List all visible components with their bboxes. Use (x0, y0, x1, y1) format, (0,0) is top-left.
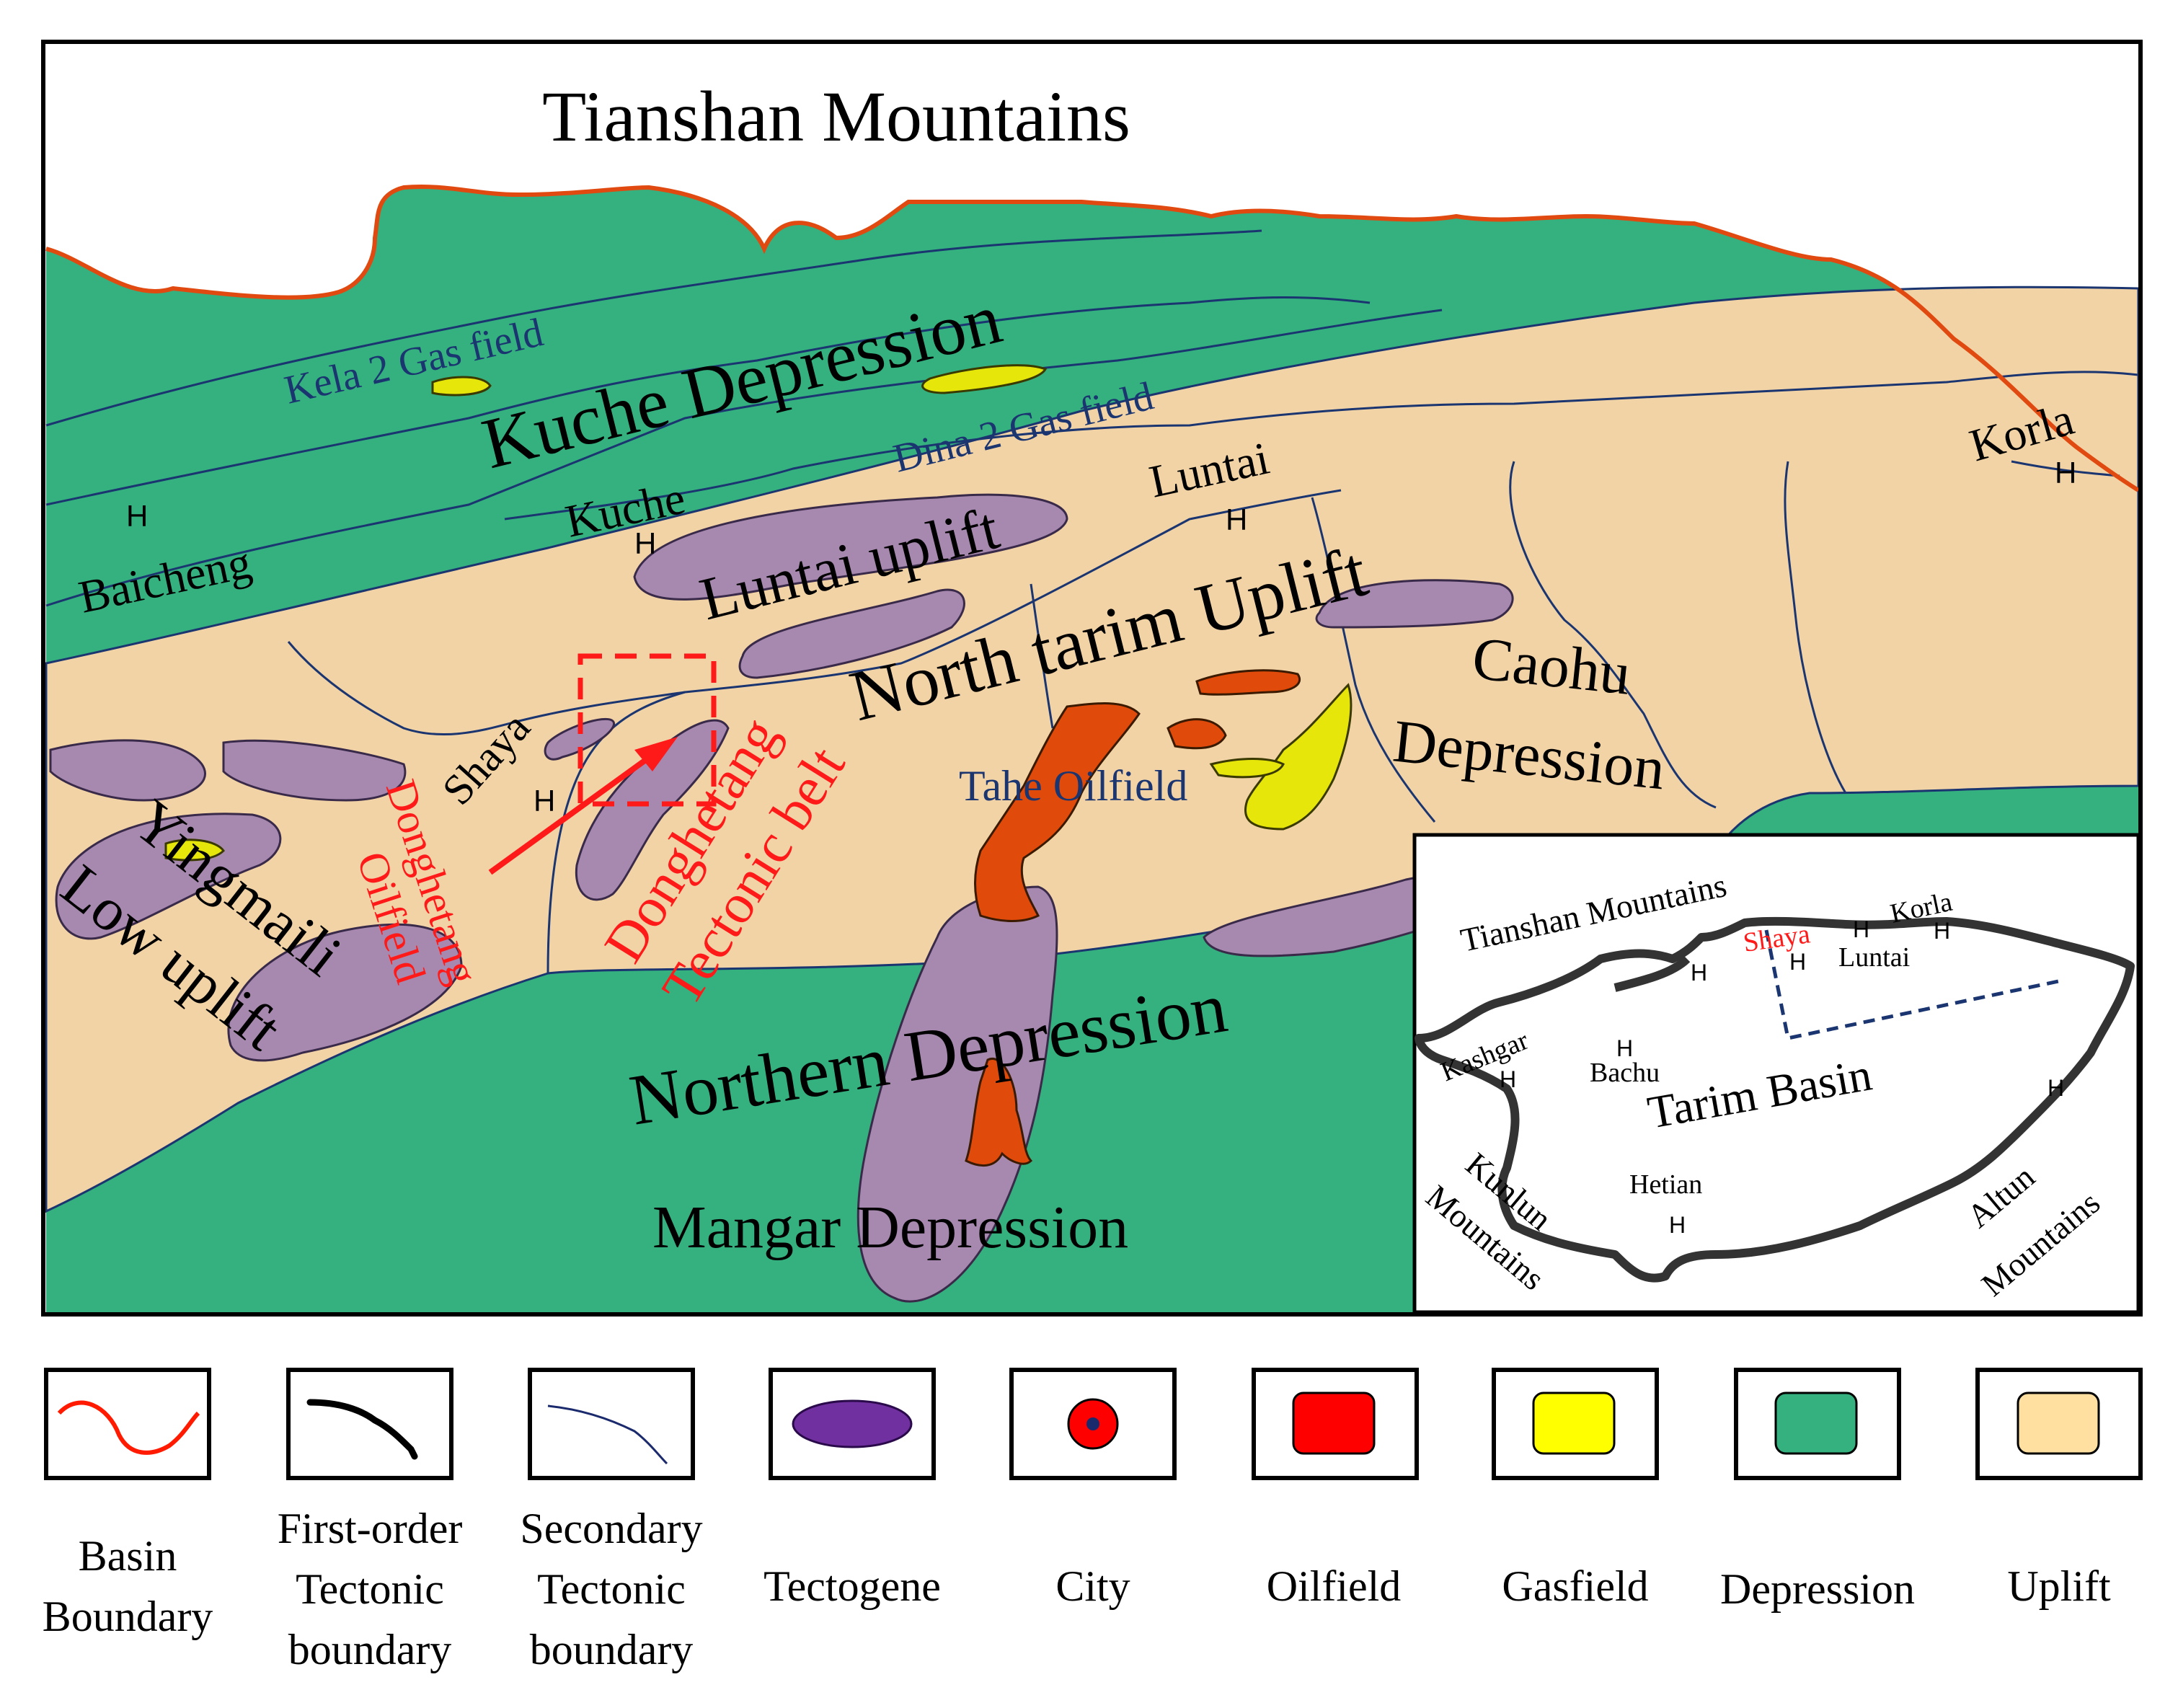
city-markers: H H H H H (126, 456, 2076, 818)
oilfield-tahe (974, 702, 1141, 922)
tectogene-yingmaili-2 (222, 739, 407, 802)
legend-gasfield-label: Gasfield (1502, 1562, 1648, 1610)
label-tahe-oilfield: Tahe Oilfield (959, 762, 1187, 810)
city-marker-luntai: H (1226, 503, 1247, 536)
legend-box-gasfield (1492, 1368, 1659, 1480)
first-order-boundary-icon (306, 1399, 418, 1460)
legend-first-order-label-2: Tectonic (296, 1565, 444, 1613)
legend-basin-boundary-label-2: Boundary (43, 1593, 213, 1640)
map-frame (41, 40, 2143, 1317)
gasfield-yingmaili (164, 838, 225, 862)
legend-secondary-label-1: Secondary (520, 1505, 702, 1552)
city-marker-kuche: H (634, 526, 656, 560)
inset-marker-hetian: H (1669, 1212, 1686, 1238)
tectogene-luntai-2 (738, 588, 965, 679)
legend-depression-label: Depression (1720, 1565, 1915, 1613)
legend: Basin Boundary First-order Tectonic boun… (43, 1368, 2143, 1673)
tectogene-yingmaili-3 (55, 813, 282, 940)
legend-tectogene-label: Tectogene (763, 1562, 941, 1610)
legend-uplift-label: Uplift (2007, 1562, 2111, 1610)
tectogene-mangar (856, 885, 1058, 1303)
gasfield-tahe-east (1244, 683, 1353, 831)
inset-marker-bachu: H (1616, 1035, 1633, 1061)
secondary-boundary-icon (547, 1404, 668, 1465)
tectogene-luntai-1 (633, 493, 1068, 601)
inset-marker-luntai: H (1853, 916, 1869, 942)
tectogene-icon (792, 1399, 913, 1448)
inset-label-luntai: Luntai (1838, 942, 1910, 973)
label-mangar-depression: Mangar Depression (652, 1194, 1128, 1261)
oilfield-icon (1292, 1391, 1376, 1455)
oilfield-mangar (965, 1057, 1033, 1167)
tectogene-east (1315, 579, 1514, 629)
basin-boundary-line (45, 184, 2140, 492)
legend-city-label: City (1055, 1562, 1130, 1610)
inset-map: H H H H H H H H Tianshan Mountains Shaya… (1412, 833, 2141, 1314)
city-marker-baicheng: H (126, 499, 148, 533)
gasfield-kela (431, 376, 492, 397)
oilfields (965, 669, 1301, 1167)
map-title: Tianshan Mountains (542, 76, 1130, 156)
oilfield-tahe-north (1195, 669, 1301, 696)
secondary-boundaries (45, 229, 2139, 974)
inset-label-bachu: Bachu (1590, 1058, 1660, 1088)
legend-box-basin-boundary (44, 1368, 211, 1480)
inset-basin-outline (1415, 916, 2135, 1283)
inset-marker-altun: H (2048, 1075, 2064, 1101)
uplift-icon (2017, 1391, 2100, 1455)
city-icon (1067, 1398, 1119, 1450)
tectogene-yingmaili-4 (227, 923, 463, 1062)
legend-basin-boundary-label-1: Basin (79, 1532, 177, 1580)
study-area-box (577, 653, 717, 807)
gasfields (164, 364, 1353, 862)
city-marker-korla: H (2055, 456, 2076, 490)
inset-marker-1: H (1691, 960, 1707, 986)
legend-secondary-label-3: boundary (530, 1626, 694, 1673)
gasfield-tahe-west (1209, 758, 1285, 779)
main-map: H H H H H Tianshan Mountains Kela 2 Gas … (41, 40, 2143, 1317)
depression-icon (1774, 1391, 1858, 1455)
inset-marker-shaya: H (1789, 949, 1806, 975)
inset-label-hetian: Hetian (1629, 1169, 1702, 1200)
legend-first-order-label-3: boundary (288, 1626, 452, 1673)
gasfield-icon (1532, 1391, 1616, 1455)
oilfield-tahe-small (1167, 718, 1227, 750)
legend-first-order-label-1: First-order (278, 1505, 463, 1552)
legend-box-first-order (286, 1368, 453, 1480)
label-caohu-1: Caohu (1469, 624, 1634, 707)
legend-box-secondary (528, 1368, 695, 1480)
inset-tianshan-spur (1613, 955, 1691, 992)
tectogene-yingmaili-1 (49, 739, 206, 802)
donghetang-arrow (488, 737, 678, 875)
city-marker-shaya: H (534, 784, 555, 818)
legend-oilfield-label: Oilfield (1267, 1562, 1402, 1610)
inset-marker-korla: H (1934, 918, 1950, 944)
gasfield-dina (921, 364, 1048, 394)
inset-marker-kashgar: H (1500, 1066, 1516, 1092)
basin-boundary-icon (57, 1400, 200, 1455)
legend-secondary-label-2: Tectonic (537, 1565, 686, 1613)
